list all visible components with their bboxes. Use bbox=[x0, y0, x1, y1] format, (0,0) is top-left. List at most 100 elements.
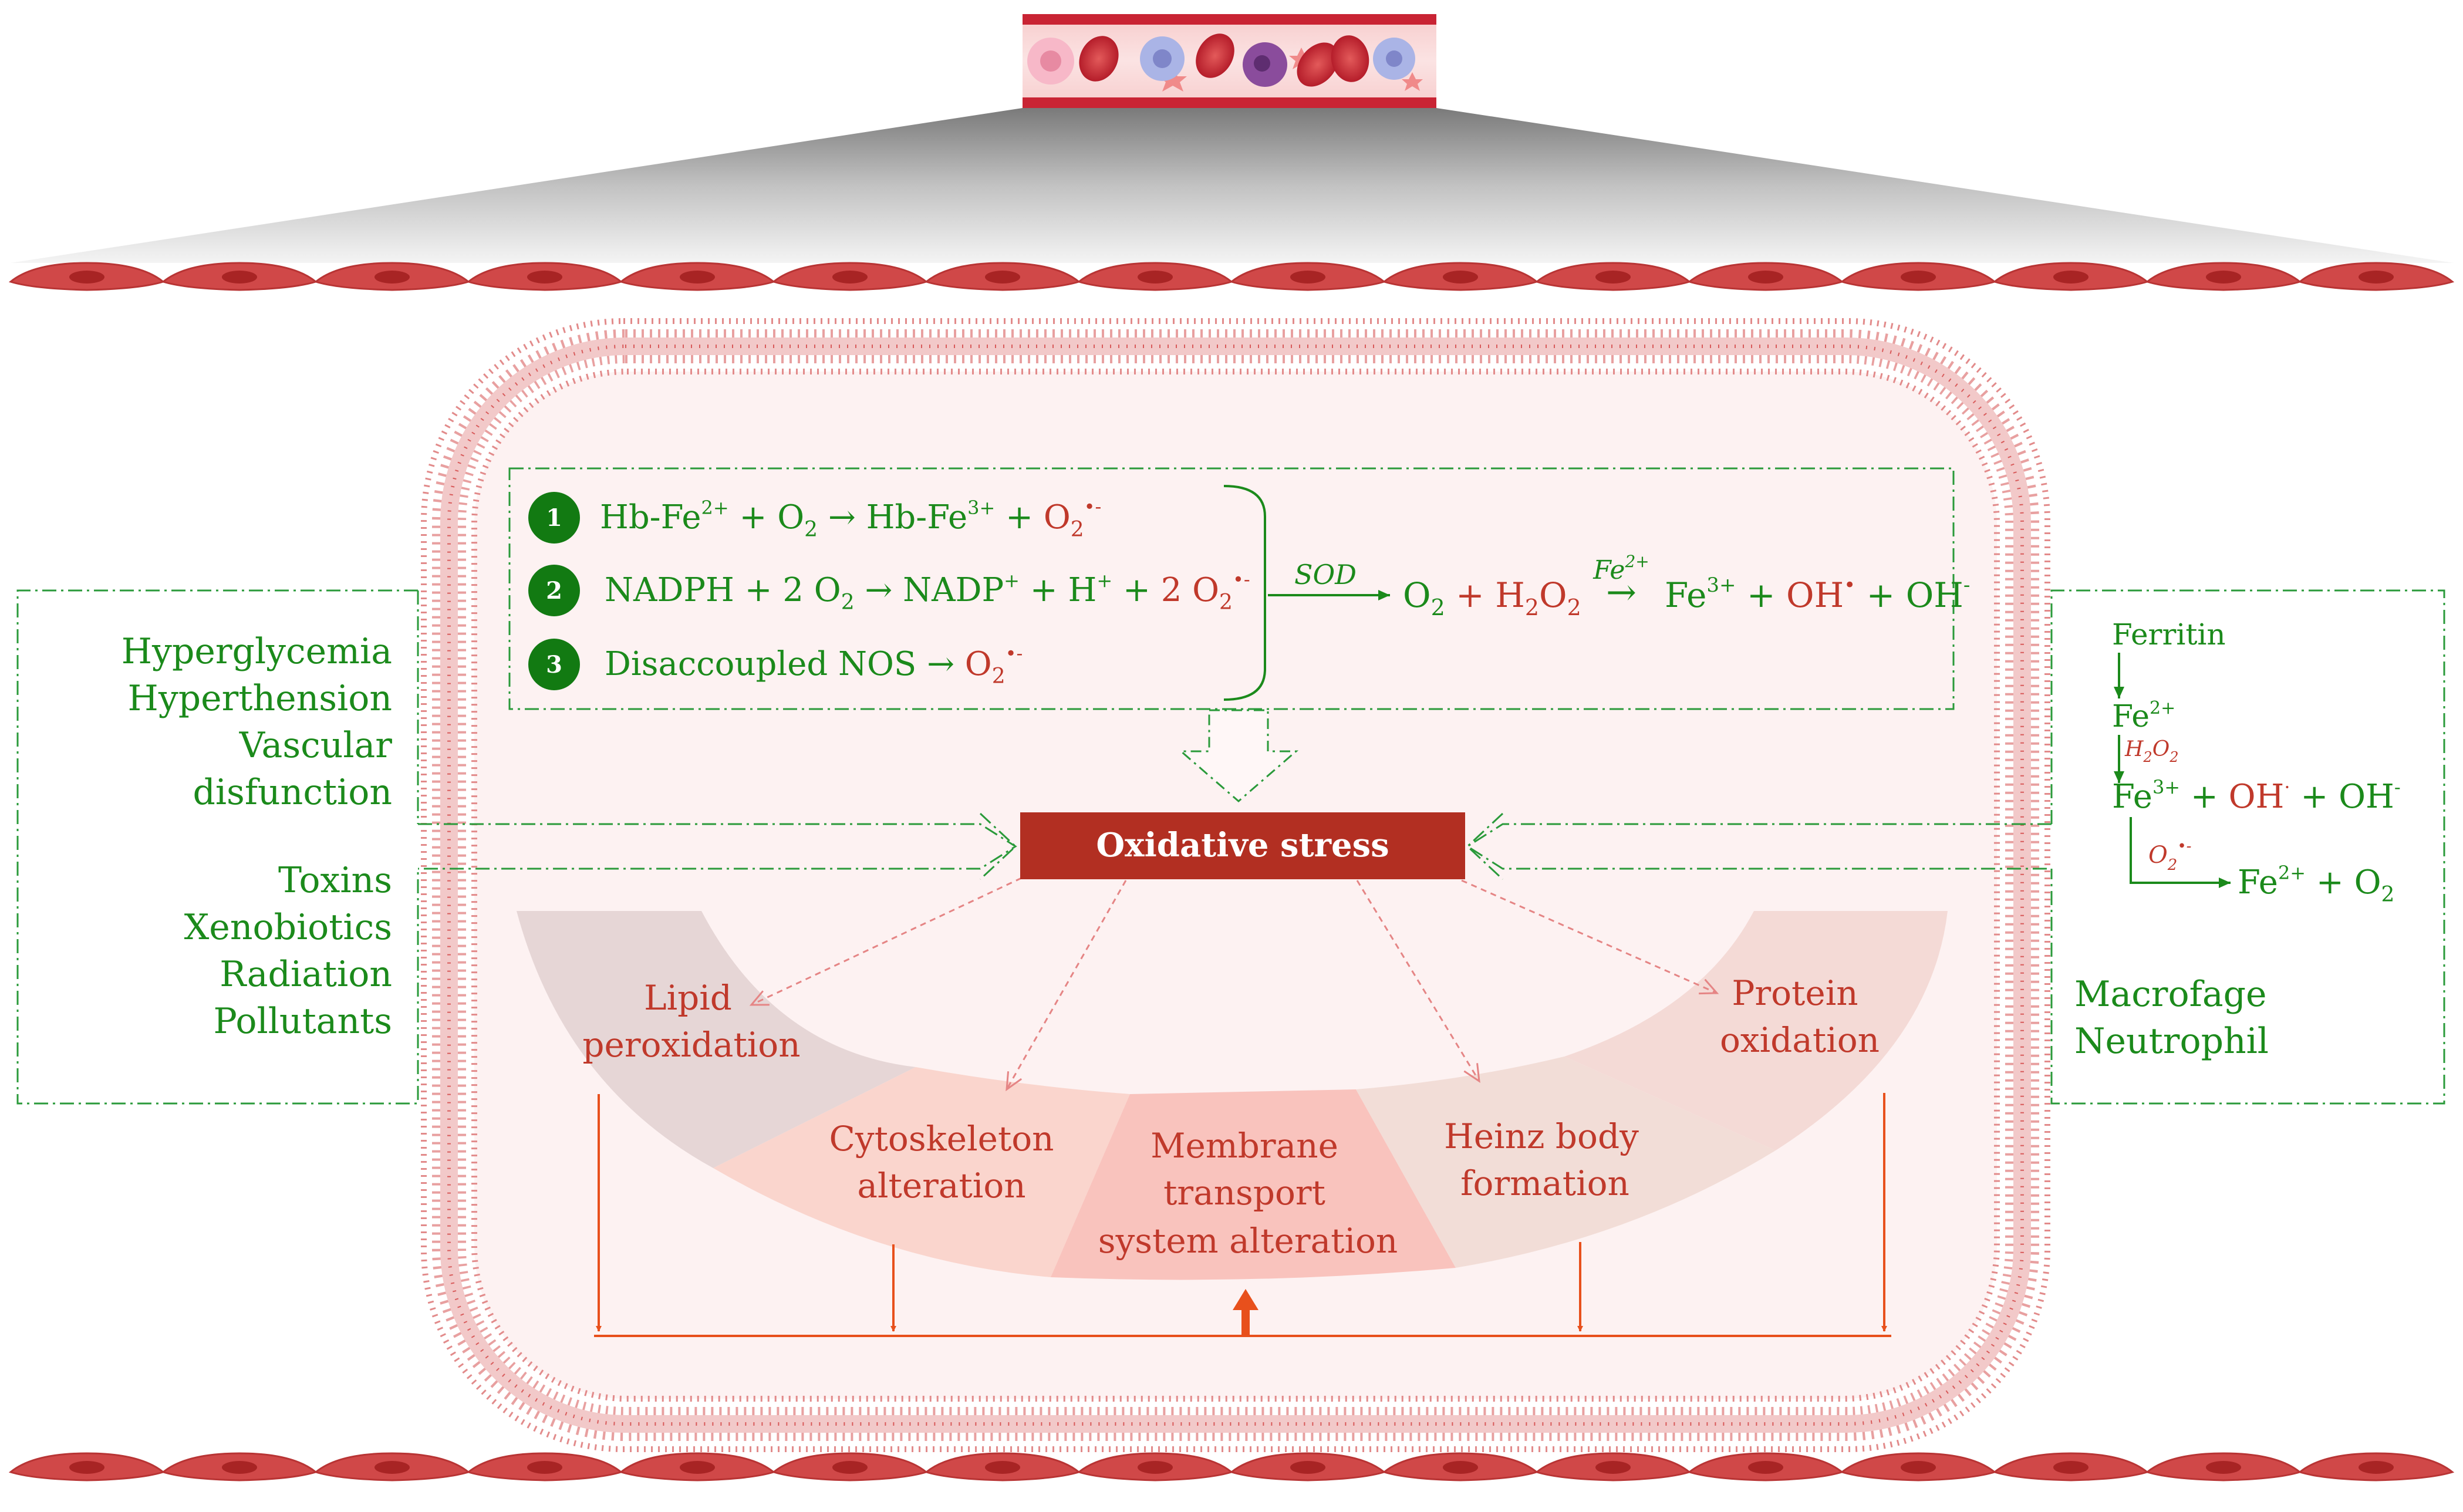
arc-segment-lipid bbox=[517, 911, 916, 1168]
endothelial-cell bbox=[1382, 262, 1539, 291]
endothelial-cell bbox=[1382, 1452, 1539, 1481]
left-arrow-in bbox=[418, 812, 1017, 880]
endothelial-cell bbox=[1077, 262, 1234, 291]
effect-lipid: peroxidation bbox=[582, 1025, 800, 1065]
stress-effect-arrows bbox=[749, 877, 1719, 1092]
nucleus bbox=[1901, 1461, 1936, 1474]
erythrocyte-membrane bbox=[421, 318, 2050, 1452]
nucleus bbox=[374, 271, 410, 284]
endothelial-cell bbox=[2297, 1452, 2455, 1481]
reaction-number: 2 bbox=[546, 577, 562, 605]
nucleus bbox=[680, 1461, 715, 1474]
nucleus bbox=[69, 1461, 104, 1474]
reaction-badge-1: 1 bbox=[528, 492, 580, 544]
endothelial-cell bbox=[619, 1452, 776, 1481]
nucleus bbox=[985, 271, 1020, 284]
effect-heinz: Heinz body bbox=[1444, 1116, 1639, 1156]
macrofage-label: Macrofage bbox=[2074, 974, 2267, 1015]
effect-protein: Protein bbox=[1732, 973, 1858, 1013]
factor-label: Vascular bbox=[239, 725, 393, 766]
endothelial-cell bbox=[2145, 262, 2302, 291]
endothelial-cell bbox=[924, 262, 1081, 291]
oxidative-stress-box: Oxidative stress bbox=[1020, 812, 1465, 879]
right-panel: Ferritin Fe2+ H2O2 Fe3+ + OH· + OH- O2•-… bbox=[2074, 617, 2401, 1062]
reaction-1: Hb-Fe2+ + O2 → Hb-Fe3+ + O2•- bbox=[600, 495, 1101, 542]
nucleus bbox=[222, 271, 257, 284]
factor-label: Toxins bbox=[278, 860, 392, 901]
endothelial-cell bbox=[8, 262, 166, 291]
endothelium-top bbox=[8, 262, 2455, 291]
nucleus bbox=[527, 1461, 562, 1474]
superoxide-label: O2•- bbox=[2148, 838, 2191, 874]
nucleus bbox=[1138, 1461, 1173, 1474]
endothelial-cell bbox=[2145, 1452, 2302, 1481]
reaction-number: 3 bbox=[546, 651, 562, 679]
endothelial-cell bbox=[1840, 1452, 1997, 1481]
ferritin-label: Ferritin bbox=[2112, 617, 2226, 652]
factor-label: Hyperglycemia bbox=[122, 631, 392, 672]
effects-arc bbox=[517, 911, 1948, 1280]
nucleus bbox=[1138, 271, 1173, 284]
reaction-badge-2: 2 bbox=[528, 565, 580, 616]
nucleus bbox=[2053, 271, 2089, 284]
arc-segment-protein bbox=[1564, 911, 1948, 1150]
nucleus bbox=[1443, 1461, 1478, 1474]
arc-segment-heinz bbox=[1356, 1057, 1776, 1268]
factor-label: Radiation bbox=[220, 954, 392, 995]
endothelial-cell bbox=[313, 262, 471, 291]
reactions-to-stress-arrow bbox=[1178, 709, 1299, 802]
endothelial-cell bbox=[1534, 262, 1692, 291]
feedback-up-arrow bbox=[1233, 1289, 1259, 1336]
nucleus bbox=[680, 271, 715, 284]
neutrophil-label: Neutrophil bbox=[2074, 1021, 2269, 1062]
nucleus bbox=[1443, 271, 1478, 284]
left-factors-box bbox=[16, 589, 419, 1105]
endothelial-cell bbox=[161, 262, 318, 291]
factor-label: Hyperthension bbox=[128, 678, 392, 719]
endothelial-cell bbox=[1534, 1452, 1692, 1481]
fenton-catalyst: Fe2+ bbox=[1592, 552, 1649, 585]
nucleus bbox=[985, 1461, 1020, 1474]
endothelial-cell bbox=[1077, 1452, 1234, 1481]
fe2-o2-products: Fe2+ + O2 bbox=[2238, 862, 2394, 907]
reactions-brace bbox=[1223, 485, 1266, 701]
reactions-box bbox=[508, 467, 1955, 710]
nucleus bbox=[2359, 1461, 2394, 1474]
zoom-funnel bbox=[11, 108, 2454, 263]
endothelial-cell bbox=[619, 262, 776, 291]
right-panel-box bbox=[2050, 589, 2445, 1105]
endothelial-cell bbox=[466, 262, 623, 291]
endothelial-cell bbox=[466, 1452, 623, 1481]
nucleus bbox=[2206, 1461, 2241, 1474]
fenton-arrow: → bbox=[1606, 571, 1637, 613]
endothelial-cell bbox=[1992, 1452, 2150, 1481]
effect-lipid: Lipid bbox=[644, 978, 732, 1018]
nucleus bbox=[1595, 1461, 1631, 1474]
h2o2-label: H2O2 bbox=[2124, 737, 2178, 765]
nucleus bbox=[1901, 271, 1936, 284]
reaction-2: NADPH + 2 O2 → NADP+ + H+ + 2 O2•- bbox=[605, 568, 1250, 615]
effect-membrane: system alteration bbox=[1098, 1221, 1398, 1261]
arc-segment-membrane bbox=[1051, 1089, 1456, 1280]
endothelial-cell bbox=[1229, 1452, 1386, 1481]
right-arrow-in bbox=[1466, 812, 2052, 880]
endothelial-cell bbox=[1687, 262, 1844, 291]
endothelial-cell bbox=[8, 1452, 166, 1481]
nucleus bbox=[1290, 271, 1325, 284]
effect-protein: oxidation bbox=[1720, 1020, 1880, 1060]
endothelial-cell bbox=[1229, 262, 1386, 291]
nucleus bbox=[832, 271, 868, 284]
endothelial-cell bbox=[161, 1452, 318, 1481]
fenton-products: Fe3+ + OH• + OH- bbox=[1665, 573, 1970, 615]
nucleus bbox=[69, 271, 104, 284]
endothelial-cell bbox=[313, 1452, 471, 1481]
nucleus bbox=[2206, 271, 2241, 284]
effect-cytoskeleton: alteration bbox=[857, 1166, 1025, 1206]
nucleus bbox=[1748, 271, 1783, 284]
fe2-label: Fe2+ bbox=[2112, 698, 2175, 734]
sod-label: SOD bbox=[1294, 559, 1357, 590]
endothelial-cell bbox=[1840, 262, 1997, 291]
nucleus bbox=[1595, 271, 1631, 284]
nucleus bbox=[1748, 1461, 1783, 1474]
